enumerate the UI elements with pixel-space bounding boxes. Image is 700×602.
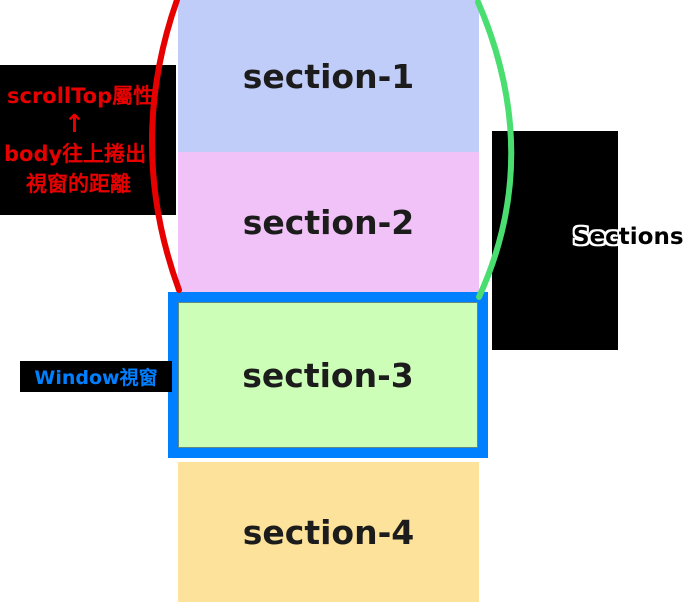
section-4-label: section-4 <box>242 512 415 552</box>
scrolltop-title: scrollTop屬性 <box>7 84 155 108</box>
section-3-label: section-3 <box>242 355 414 395</box>
section-1-label: section-1 <box>242 56 415 96</box>
sections-label: Sections <box>573 224 684 250</box>
scrolltop-desc-line1: body往上捲出 <box>4 142 147 166</box>
section-4-block: section-4 <box>178 462 479 602</box>
window-label-box: Window視窗 <box>20 361 172 392</box>
scrolltop-desc-line2: 視窗的距離 <box>26 172 131 196</box>
window-label-text: Window視窗 <box>34 367 158 389</box>
section-2-label: section-2 <box>242 203 415 242</box>
section-1-block: section-1 <box>178 0 479 152</box>
window-viewport-frame: section-3 <box>168 292 488 458</box>
section-2-block: section-2 <box>178 152 479 293</box>
up-arrow-icon: ↑ <box>64 109 85 138</box>
scrolltop-annotation-box: scrollTop屬性 ↑ body往上捲出 視窗的距離 <box>0 65 176 215</box>
